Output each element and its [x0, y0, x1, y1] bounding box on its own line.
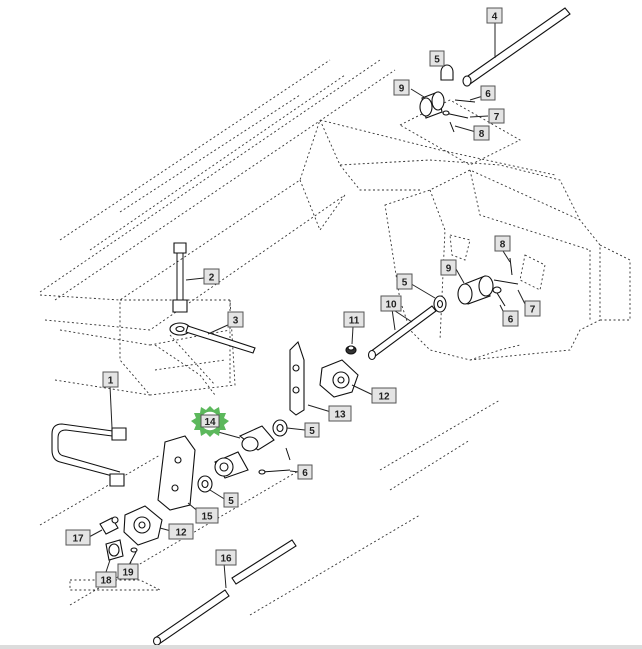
svg-text:1: 1	[108, 376, 114, 387]
callout-5-mid[interactable]: 5	[304, 422, 320, 438]
part-bushing-5-low	[197, 475, 213, 493]
part-pin-4	[462, 7, 571, 87]
part-assembly-14	[214, 425, 275, 479]
callout-5[interactable]: 5	[429, 50, 445, 67]
callout-15[interactable]: 15	[195, 507, 219, 524]
part-bushing-18	[105, 539, 124, 561]
part-bushing-5-top	[440, 64, 454, 81]
part-ubolt-1	[51, 423, 127, 487]
callout-17[interactable]: 17	[65, 529, 91, 546]
svg-text:4: 4	[492, 12, 498, 23]
callout-13[interactable]: 13	[328, 405, 352, 422]
svg-text:2: 2	[209, 273, 215, 284]
part-pin-16	[152, 539, 297, 646]
callout-16[interactable]: 16	[215, 549, 237, 566]
callout-11[interactable]: 11	[343, 311, 365, 328]
part-fitting-17	[99, 516, 119, 535]
callout-4[interactable]: 4	[486, 7, 503, 24]
svg-text:5: 5	[309, 426, 315, 437]
part-rod-3	[169, 322, 256, 354]
part-plate-15	[157, 435, 196, 511]
part-pins-top	[442, 99, 476, 133]
svg-text:5: 5	[402, 278, 408, 289]
svg-text:6: 6	[302, 468, 308, 479]
part-bushing-9-top	[419, 91, 445, 119]
callout-19[interactable]: 19	[117, 563, 139, 580]
part-plate-13	[289, 340, 305, 416]
bottom-scrollbar	[0, 645, 642, 649]
callout-9-right[interactable]: 9	[440, 259, 457, 276]
svg-text:5: 5	[434, 55, 440, 66]
callout-5-low[interactable]: 5	[223, 492, 239, 508]
callout-8[interactable]: 8	[473, 125, 490, 141]
callout-12-right[interactable]: 12	[371, 387, 397, 404]
svg-text:6: 6	[508, 315, 514, 326]
callout-9[interactable]: 9	[393, 79, 410, 96]
svg-text:18: 18	[100, 576, 112, 587]
svg-text:12: 12	[378, 392, 390, 403]
callout-14-highlighted[interactable]: 14	[191, 406, 229, 437]
callout-1[interactable]: 1	[102, 371, 119, 388]
svg-text:15: 15	[201, 512, 213, 523]
callout-7-right[interactable]: 7	[524, 300, 541, 317]
callout-3[interactable]: 3	[227, 311, 244, 328]
svg-text:7: 7	[530, 305, 536, 316]
svg-text:8: 8	[500, 240, 506, 251]
part-bushing-5-mid	[272, 419, 288, 437]
callout-2[interactable]: 2	[203, 268, 220, 285]
svg-text:10: 10	[385, 300, 397, 311]
callout-7[interactable]: 7	[488, 108, 505, 124]
callout-10[interactable]: 10	[380, 295, 402, 312]
svg-text:3: 3	[233, 316, 239, 327]
part-group-right	[457, 257, 519, 307]
svg-text:13: 13	[334, 410, 346, 421]
callouts: 4 5 9 6 7 8 2 8 9 5 7 6 10 3 11 12 13 1 …	[65, 7, 541, 588]
frame-outline	[39, 59, 631, 616]
part-bolt-2	[172, 242, 188, 313]
svg-text:17: 17	[72, 534, 84, 545]
part-bearing-12-low	[123, 505, 163, 546]
svg-text:19: 19	[122, 568, 134, 579]
svg-text:14: 14	[204, 417, 216, 428]
callout-6[interactable]: 6	[480, 85, 496, 101]
callout-12-low[interactable]: 12	[168, 523, 194, 540]
part-bearing-12-right	[319, 359, 359, 398]
callout-6-right[interactable]: 6	[502, 310, 519, 327]
svg-text:6: 6	[485, 89, 491, 100]
part-bushing-5-right	[433, 295, 447, 313]
callout-18[interactable]: 18	[95, 571, 117, 588]
leader-lines	[88, 23, 528, 589]
svg-text:9: 9	[446, 264, 452, 275]
svg-text:5: 5	[228, 496, 234, 507]
svg-text:11: 11	[349, 316, 360, 327]
callout-8-right[interactable]: 8	[494, 235, 511, 252]
part-pin-10	[367, 305, 437, 361]
callout-5-right[interactable]: 5	[396, 273, 413, 290]
part-pin-6-mid	[258, 447, 291, 475]
callout-6-mid[interactable]: 6	[297, 464, 313, 480]
svg-text:9: 9	[399, 84, 405, 95]
svg-text:16: 16	[220, 554, 232, 565]
svg-text:8: 8	[479, 129, 485, 140]
svg-text:7: 7	[494, 112, 500, 123]
part-nut-11	[345, 345, 357, 355]
part-pin-19	[128, 547, 138, 566]
svg-text:12: 12	[175, 528, 187, 539]
